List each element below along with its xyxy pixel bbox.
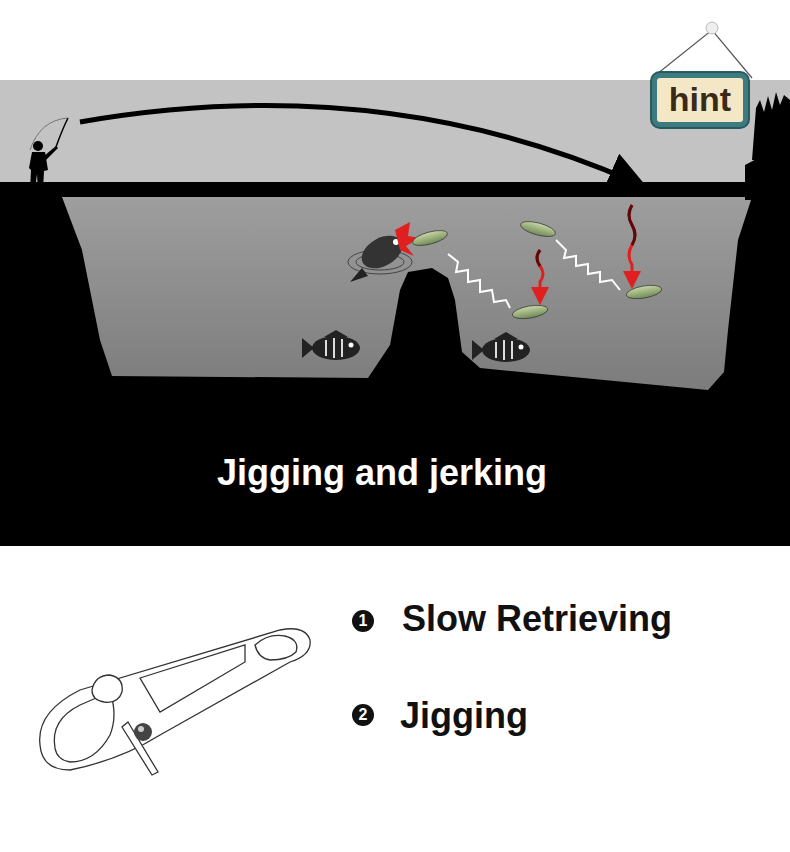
fish (302, 330, 530, 362)
jerk-zigzags (448, 240, 620, 308)
lure-bead (134, 723, 152, 741)
lures (411, 219, 663, 321)
ground (0, 182, 790, 546)
rod (56, 118, 68, 147)
method-label: Slow Retrieving (402, 601, 672, 637)
callout-number: 2 (352, 704, 374, 726)
angler (29, 141, 58, 190)
cast-arrow (80, 106, 634, 182)
lure-outline (40, 629, 311, 775)
water (62, 197, 752, 390)
striking-fish (350, 222, 420, 282)
method-label: Jigging (400, 698, 528, 734)
sign-hanger (652, 22, 752, 78)
sign-text: hint (669, 80, 731, 119)
callout-number: 1 (352, 610, 374, 632)
fall-lines (537, 205, 635, 296)
line (30, 118, 68, 150)
bead-shine (138, 726, 144, 732)
trees (752, 92, 790, 160)
caption: Jigging and jerking (217, 452, 547, 494)
hint-sign: hint (652, 73, 748, 126)
